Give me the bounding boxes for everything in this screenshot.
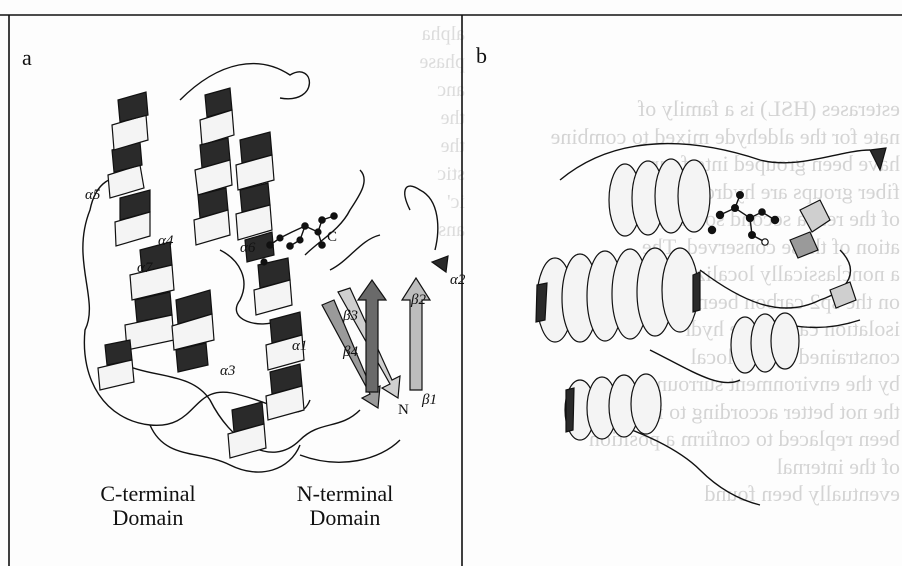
helix-alpha2 — [432, 256, 448, 272]
label-alpha4: α4 — [158, 233, 173, 250]
helix-alpha5 — [194, 88, 234, 245]
c-terminal-domain-label: C-terminal Domain — [68, 482, 228, 530]
label-n-terminus: N — [398, 402, 409, 419]
helix-alpha5-outer — [108, 92, 150, 246]
label-c-terminus: C — [327, 229, 337, 246]
helix-b1 — [537, 248, 698, 342]
label-alpha6: α6 — [240, 240, 255, 257]
beta-strands-b — [790, 200, 856, 308]
helix-alpha3 — [228, 402, 266, 458]
label-alpha3: α3 — [220, 363, 235, 380]
ligand-b — [708, 192, 778, 246]
label-alpha2: α2 — [450, 272, 465, 289]
label-alpha7: α7 — [137, 260, 152, 277]
helix-b4 — [731, 313, 799, 373]
label-beta2: β2 — [411, 292, 426, 309]
c-terminal-line1: C-terminal — [68, 482, 228, 506]
label-beta3: β3 — [343, 308, 358, 325]
helix-alpha6 — [254, 258, 292, 315]
helix-alpha1 — [266, 312, 304, 420]
panel-a-letter: a — [22, 45, 32, 71]
panel-b-letter: b — [476, 43, 487, 69]
helix-b2 — [609, 159, 710, 236]
n-terminal-domain-label: N-terminal Domain — [265, 482, 425, 530]
label-beta1: β1 — [422, 392, 437, 409]
helix-b3 — [565, 374, 661, 440]
label-alpha5: α5 — [85, 187, 100, 204]
n-terminal-line2: Domain — [265, 506, 425, 530]
label-beta4: β4 — [343, 344, 358, 361]
panel-b-ribbon — [536, 144, 886, 505]
label-alpha1: α1 — [292, 338, 307, 355]
c-terminal-line2: Domain — [68, 506, 228, 530]
n-terminal-line1: N-terminal — [265, 482, 425, 506]
helix-alpha7 — [98, 242, 174, 390]
